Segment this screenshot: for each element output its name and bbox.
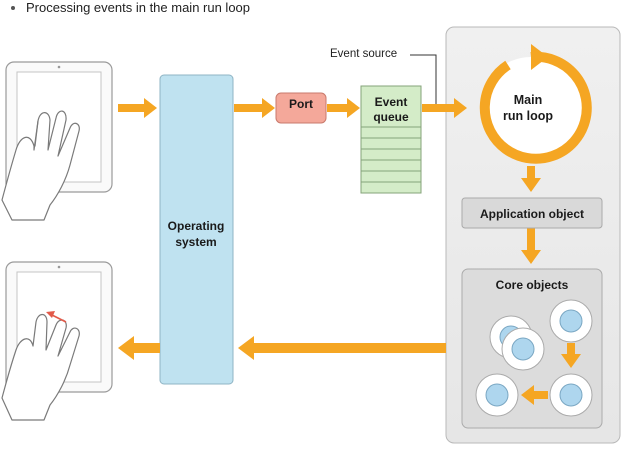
diagram-caption: Processing events in the main run loop [26,0,251,15]
core-object-bottom-right [549,373,593,417]
core-object-top-right [549,299,593,343]
flow-arrows [118,98,541,360]
core-objects-label: Core objects [495,278,569,292]
port-label: Port [289,97,313,111]
arrow-queue-to-runloop [422,98,467,118]
arrow-os-to-port [234,98,275,118]
port-box [275,92,327,124]
core-object-bottom-left [475,373,519,417]
arrow-core-to-os [238,336,446,360]
operating-system-box [159,74,234,385]
event-source-leader [410,54,437,112]
event-queue-box [360,85,422,194]
event-source-label: Event source [330,48,398,60]
arrow-runloop-to-app [521,166,541,192]
core-object-pair [489,315,545,371]
application-object-label: Application object [479,207,584,221]
core-object-circles [475,299,593,417]
operating-system-label: Operating system [167,219,225,249]
arrow-os-to-tablet [118,336,160,360]
main-run-loop-label: Main run loop [503,93,553,123]
application-object-box [461,197,603,229]
event-queue-label: Event queue [373,95,409,124]
arrow-app-to-core [521,228,541,264]
arrow-port-to-queue [327,98,360,118]
main-run-loop-ring [479,44,592,164]
red-swipe-arrow-icon [46,311,67,323]
hand-touch-icon [1,110,80,221]
hand-swipe-icon [1,313,80,421]
caption-bullet [11,6,15,10]
arrow-tablet-to-os [118,98,157,118]
core-object-arrows [521,343,581,405]
